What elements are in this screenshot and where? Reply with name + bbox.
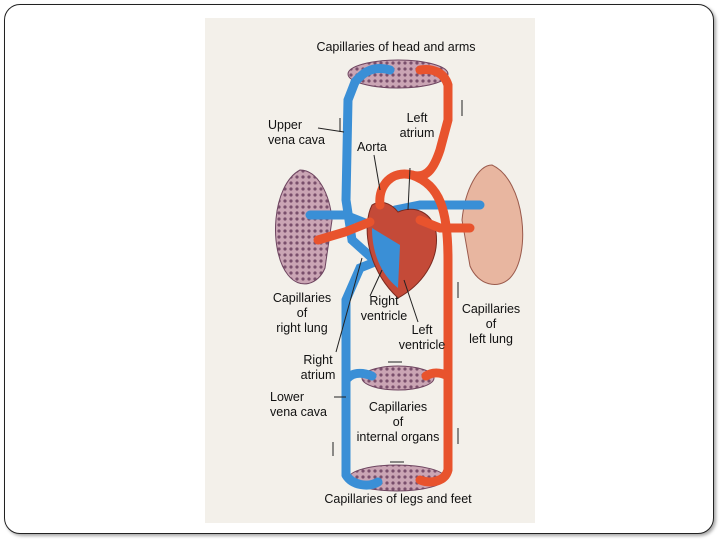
capillaries-right-lung-bed <box>275 169 333 285</box>
pulmonary-artery-left <box>390 200 485 215</box>
label-capillaries-internal-line2: of <box>392 415 404 429</box>
label-upper-vena-cava-line2: vena cava <box>268 133 325 147</box>
label-upper-vena-cava-line1: Upper <box>268 118 303 132</box>
label-right-atrium-line1: Right <box>303 353 333 367</box>
leader-right-ventricle <box>369 269 383 297</box>
label-capillaries-internal-line1: Capillaries <box>368 400 428 414</box>
label-capillaries-right-lung-line1: Capillaries <box>272 291 332 305</box>
internal-return-vessel <box>341 368 377 385</box>
label-lower-vena-cava: Lower vena cava <box>270 390 327 420</box>
label-left-atrium: Left atrium <box>392 111 442 141</box>
label-left-atrium-line2: atrium <box>399 126 435 140</box>
label-right-ventricle-line1: Right <box>369 294 399 308</box>
label-capillaries-left-lung-line3: left lung <box>469 332 513 346</box>
leader-left-atrium <box>407 167 411 211</box>
leader-left-ventricle <box>403 279 419 323</box>
label-capillaries-head-arms: Capillaries of head and arms <box>316 40 476 54</box>
label-capillaries-internal-line3: internal organs <box>356 430 440 444</box>
upper-vena-cava-vessel <box>341 77 377 263</box>
internal-supply-vessel <box>421 368 453 381</box>
head-return-vessel <box>350 64 395 87</box>
capillaries-left-lung-bed <box>461 164 524 285</box>
label-capillaries-internal-organs: Capillaries of internal organs <box>348 400 448 445</box>
label-left-ventricle-line1: Left <box>411 323 433 337</box>
label-capillaries-left-lung: Capillaries of left lung <box>456 302 526 347</box>
pulmonary-vein-right <box>313 217 375 245</box>
label-right-atrium: Right atrium <box>292 353 344 383</box>
heart <box>366 201 438 299</box>
leader-right-atrium <box>335 257 363 353</box>
label-capillaries-right-lung: Capillaries of right lung <box>266 291 338 336</box>
pulmonary-vein-left <box>415 215 475 233</box>
label-right-ventricle: Right ventricle <box>352 294 416 324</box>
label-left-atrium-line1: Left <box>406 111 428 125</box>
label-lower-vena-cava-line2: vena cava <box>270 405 327 419</box>
label-right-atrium-line2: atrium <box>300 368 336 382</box>
label-capillaries-right-lung-line2: of <box>296 306 308 320</box>
aorta-arch-vessel <box>375 65 453 210</box>
label-right-ventricle-line2: ventricle <box>360 309 408 323</box>
leader-aorta <box>373 154 381 191</box>
right-ventricle-chamber <box>372 228 400 288</box>
label-capillaries-legs-feet: Capillaries of legs and feet <box>324 492 472 506</box>
label-lower-vena-cava-line1: Lower <box>270 390 305 404</box>
label-aorta: Aorta <box>357 140 387 154</box>
capillaries-internal-organs-bed <box>361 365 435 391</box>
label-left-ventricle: Left ventricle <box>390 323 454 353</box>
label-left-ventricle-line2: ventricle <box>398 338 446 352</box>
label-upper-vena-cava: Upper vena cava <box>268 118 325 148</box>
label-capillaries-right-lung-line3: right lung <box>276 321 328 335</box>
aorta-descending-vessel <box>407 170 453 487</box>
lower-vena-cava-vessel <box>341 257 380 480</box>
label-capillaries-left-lung-line2: of <box>485 317 497 331</box>
legs-return-vessel <box>341 470 383 490</box>
label-capillaries-left-lung-line1: Capillaries <box>461 302 521 316</box>
